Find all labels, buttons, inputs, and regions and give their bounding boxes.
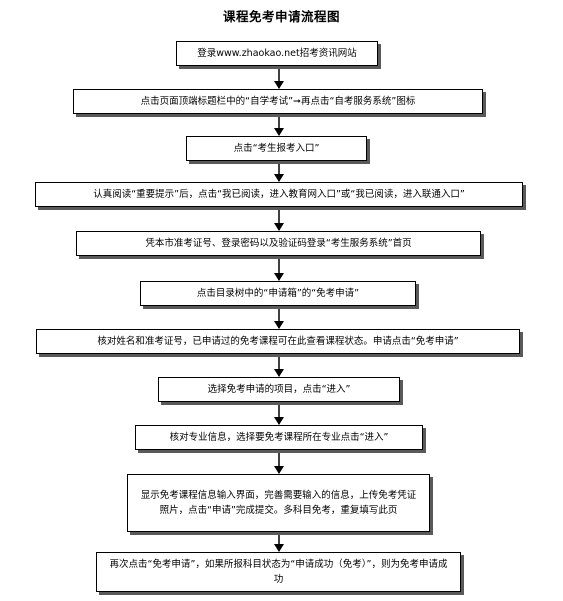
step-box-8: 选择免考申请的项目，点击“进入” (158, 377, 400, 402)
step-label-9: 核对专业信息，选择要免考课程所在专业点击“进入” (169, 431, 389, 443)
step-box-5: 凭本市准考证号、登录密码以及验证码登录“考生服务系统”首页 (76, 231, 481, 256)
step-box-4: 认真阅读“重要提示”后，点击“我已阅读，进入教育网入口”或“我已阅读，进入联通入… (35, 182, 523, 207)
diagram-title: 课程免考申请流程图 (222, 9, 340, 24)
step-label-7: 核对姓名和准考证号，已申请过的免考课程可在此查看课程状态。申请点击“免考申请” (97, 335, 459, 347)
step-label-3: 点击“考生报考入口” (233, 142, 320, 154)
step-box-10: 显示免考课程信息输入界面，完善需要输入的信息，上传免考凭证照片，点击“申请”完成… (127, 474, 430, 532)
step-box-7: 核对姓名和准考证号，已申请过的免考课程可在此查看课程状态。申请点击“免考申请” (36, 329, 520, 354)
step-label-4: 认真阅读“重要提示”后，点击“我已阅读，进入教育网入口”或“我已阅读，进入联通入… (93, 188, 465, 200)
step-box-1: 登录www.zhaokao.net招考资讯网站 (176, 41, 378, 66)
step-box-3: 点击“考生报考入口” (186, 136, 367, 161)
step-label-1: 登录www.zhaokao.net招考资讯网站 (197, 47, 357, 59)
step-box-9: 核对专业信息，选择要免考课程所在专业点击“进入” (135, 425, 423, 450)
step-label-11: 再次点击“免考申请”，如果所报科目状态为“申请成功（免考）”，则为免考申请成功 (109, 559, 448, 585)
step-box-11: 再次点击“免考申请”，如果所报科目状态为“申请成功（免考）”，则为免考申请成功 (96, 552, 461, 592)
step-label-8: 选择免考申请的项目，点击“进入” (207, 383, 351, 395)
step-label-10: 显示免考课程信息输入界面，完善需要输入的信息，上传免考凭证照片，点击“申请”完成… (140, 490, 417, 516)
step-label-6: 点击目录树中的“申请箱”的“免考申请” (196, 287, 360, 299)
step-label-5: 凭本市准考证号、登录密码以及验证码登录“考生服务系统”首页 (145, 237, 412, 249)
step-box-6: 点击目录树中的“申请箱”的“免考申请” (140, 281, 416, 306)
step-label-2: 点击页面顶端标题栏中的“自学考试”➞再点击“自考服务系统”图标 (140, 95, 416, 107)
step-box-2: 点击页面顶端标题栏中的“自学考试”➞再点击“自考服务系统”图标 (73, 89, 483, 114)
